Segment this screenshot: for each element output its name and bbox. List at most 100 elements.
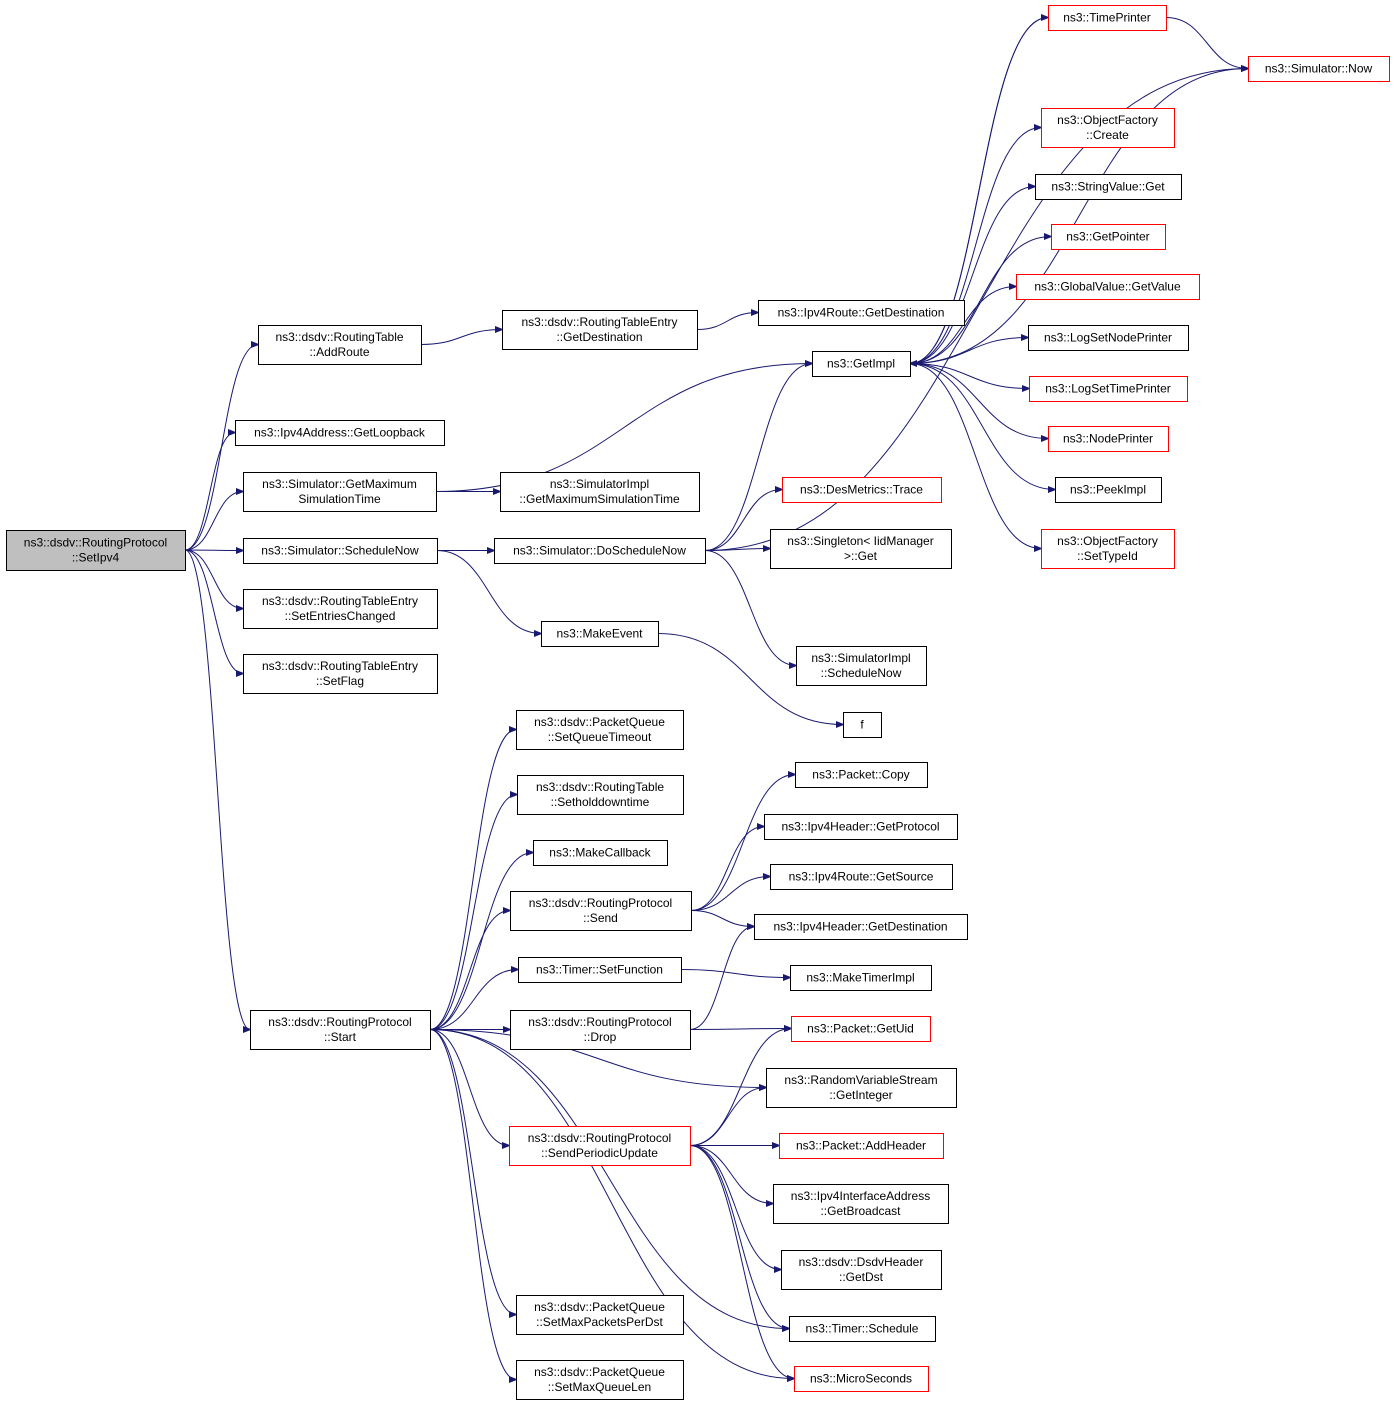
- node-ns3-randomvariablestream-getinteger[interactable]: ns3::RandomVariableStream::GetInteger: [766, 1068, 957, 1108]
- node-box: [754, 914, 968, 940]
- node-ns3-ipv4interfaceaddress-getbroadcast[interactable]: ns3::Ipv4InterfaceAddress::GetBroadcast: [773, 1184, 949, 1224]
- node-label-line: ns3::Timer::SetFunction: [536, 963, 663, 977]
- node-ns3-simulatorimpl-schedulenow[interactable]: ns3::SimulatorImpl::ScheduleNow: [796, 646, 927, 686]
- node-label-line: ::Create: [1086, 128, 1129, 142]
- node-box: [781, 1250, 942, 1290]
- node-label-line: ns3::dsdv::RoutingProtocol: [528, 1015, 671, 1029]
- call-edge: [690, 775, 795, 911]
- node-ns3-maketimerimpl[interactable]: ns3::MakeTimerImpl: [790, 965, 932, 991]
- node-ns3-logsetnodeprinter[interactable]: ns3::LogSetNodePrinter: [1028, 325, 1189, 351]
- node-ns3-desmetrics-trace[interactable]: ns3::DesMetrics::Trace: [782, 477, 942, 503]
- node-ns3-logsettimeprinter[interactable]: ns3::LogSetTimePrinter: [1029, 376, 1188, 402]
- node-box: [517, 775, 684, 815]
- node-label-line: ::SendPeriodicUpdate: [541, 1146, 658, 1160]
- node-ns3-dsdv-routingprotocol-start[interactable]: ns3::dsdv::RoutingProtocol::Start: [250, 1010, 431, 1050]
- node-label-line: ns3::MicroSeconds: [810, 1372, 912, 1386]
- node-label-line: ns3::Ipv4Route::GetDestination: [778, 306, 945, 320]
- node-ns3-dsdv-routingtableentry-setflag[interactable]: ns3::dsdv::RoutingTableEntry::SetFlag: [243, 654, 438, 694]
- call-edge: [909, 363, 1048, 439]
- node-ns3-stringvalue-get[interactable]: ns3::StringValue::Get: [1035, 174, 1182, 200]
- node-box: [843, 712, 882, 738]
- node-box: [790, 965, 932, 991]
- node-label-line: ns3::Packet::AddHeader: [796, 1139, 926, 1153]
- node-ns3-objectfactory-settypeid[interactable]: ns3::ObjectFactory::SetTypeId: [1041, 529, 1175, 569]
- node-ns3-timer-schedule[interactable]: ns3::Timer::Schedule: [789, 1316, 936, 1342]
- node-label-line: ::GetDestination: [556, 330, 642, 344]
- node-ns3-dsdv-packetqueue-setmaxpacketsperdst[interactable]: ns3::dsdv::PacketQueue::SetMaxPacketsPer…: [516, 1295, 684, 1335]
- node-ns3-globalvalue-getvalue[interactable]: ns3::GlobalValue::GetValue: [1016, 274, 1200, 300]
- node-box: [791, 1016, 931, 1042]
- node-label-line: ns3::ObjectFactory: [1057, 534, 1158, 548]
- node-ns3-dsdv-dsdvheader-getdst[interactable]: ns3::dsdv::DsdvHeader::GetDst: [781, 1250, 942, 1290]
- node-ns3-dsdv-routingprotocol-sendperiodicupdate[interactable]: ns3::dsdv::RoutingProtocol::SendPeriodic…: [509, 1126, 691, 1166]
- node-ns3-getimpl[interactable]: ns3::GetImpl: [812, 351, 911, 377]
- node-ns3-dsdv-routingtable-setholddowntime[interactable]: ns3::dsdv::RoutingTable::Setholddowntime: [517, 775, 684, 815]
- node-label-line: ns3::Singleton< IidManager: [787, 534, 933, 548]
- node-ns3-dsdv-packetqueue-setmaxqueuelen[interactable]: ns3::dsdv::PacketQueue::SetMaxQueueLen: [516, 1360, 684, 1400]
- node-ns3-peekimpl[interactable]: ns3::PeekImpl: [1055, 477, 1162, 503]
- call-edge: [909, 187, 1035, 364]
- node-ns3-dsdv-routingtableentry-getdestination[interactable]: ns3::dsdv::RoutingTableEntry::GetDestina…: [502, 310, 698, 350]
- node-ns3-getpointer[interactable]: ns3::GetPointer: [1051, 224, 1166, 250]
- call-edge: [909, 363, 1041, 549]
- call-edge: [420, 330, 502, 345]
- node-ns3-makecallback[interactable]: ns3::MakeCallback: [533, 840, 668, 866]
- node-label-line: ns3::TimePrinter: [1063, 11, 1151, 25]
- node-label-line: ::AddRoute: [309, 345, 369, 359]
- call-edge: [689, 1145, 781, 1270]
- node-box: [773, 1184, 949, 1224]
- node-box: [782, 477, 942, 503]
- node-label-line: ns3::Ipv4Address::GetLoopback: [254, 426, 426, 440]
- node-ns3-simulator-schedulenow[interactable]: ns3::Simulator::ScheduleNow: [243, 538, 438, 564]
- node-box: [1248, 56, 1390, 82]
- call-edge: [1165, 17, 1248, 69]
- node-ns3-dsdv-routingtableentry-setentrieschanged[interactable]: ns3::dsdv::RoutingTableEntry::SetEntries…: [243, 589, 438, 629]
- node-box: [235, 420, 445, 446]
- node-ns3-packet-getuid[interactable]: ns3::Packet::GetUid: [791, 1016, 931, 1042]
- node-ns3-objectfactory-create[interactable]: ns3::ObjectFactory::Create: [1041, 108, 1175, 148]
- node-ns3-singleton-iidmanager-get[interactable]: ns3::Singleton< IidManager>::Get: [770, 529, 952, 569]
- node-ns3-simulatorimpl-getmaximumsimulationtime[interactable]: ns3::SimulatorImpl::GetMaximumSimulation…: [500, 472, 700, 512]
- node-ns3-timer-setfunction[interactable]: ns3::Timer::SetFunction: [518, 957, 682, 983]
- node-box: [1048, 426, 1169, 452]
- node-ns3-nodeprinter[interactable]: ns3::NodePrinter: [1048, 426, 1169, 452]
- node-box: [789, 1316, 936, 1342]
- node-ns3-ipv4route-getdestination[interactable]: ns3::Ipv4Route::GetDestination: [758, 300, 965, 326]
- node-label-line: ::Start: [324, 1030, 357, 1044]
- node-ns3-packet-copy[interactable]: ns3::Packet::Copy: [795, 762, 928, 788]
- node-ns3-ipv4route-getsource[interactable]: ns3::Ipv4Route::GetSource: [770, 864, 953, 890]
- call-edge: [909, 363, 1055, 490]
- node-ns3-simulator-doschedulenow[interactable]: ns3::Simulator::DoScheduleNow: [494, 538, 706, 564]
- node-ns3-dsdv-routingprotocol-send[interactable]: ns3::dsdv::RoutingProtocol::Send: [510, 891, 692, 931]
- node-label-line: ::GetBroadcast: [820, 1204, 901, 1218]
- node-label-line: ns3::Simulator::ScheduleNow: [261, 544, 419, 558]
- call-edge: [429, 795, 517, 1030]
- call-edge: [657, 633, 843, 725]
- node-ns3-dsdv-routingtable-addroute[interactable]: ns3::dsdv::RoutingTable::AddRoute: [258, 325, 422, 365]
- call-edge: [689, 1088, 766, 1146]
- call-edge: [690, 910, 754, 927]
- edges-layer: [184, 17, 1248, 1380]
- node-ns3-ipv4header-getdestination[interactable]: ns3::Ipv4Header::GetDestination: [754, 914, 968, 940]
- node-label-line: ns3::PeekImpl: [1070, 483, 1146, 497]
- node-f[interactable]: f: [843, 712, 882, 738]
- node-ns3-simulator-getmaximum-simulationtime[interactable]: ns3::Simulator::GetMaximumSimulationTime: [243, 472, 437, 512]
- node-box: [1051, 224, 1166, 250]
- node-ns3-ipv4header-getprotocol[interactable]: ns3::Ipv4Header::GetProtocol: [764, 814, 958, 840]
- node-ns3-dsdv-routingprotocol-drop[interactable]: ns3::dsdv::RoutingProtocol::Drop: [510, 1010, 691, 1050]
- node-ns3-dsdv-packetqueue-setqueuetimeout[interactable]: ns3::dsdv::PacketQueue::SetQueueTimeout: [516, 710, 684, 750]
- node-ns3-ipv4address-getloopback[interactable]: ns3::Ipv4Address::GetLoopback: [235, 420, 445, 446]
- node-ns3-simulator-now[interactable]: ns3::Simulator::Now: [1248, 56, 1390, 82]
- node-ns3-timeprinter[interactable]: ns3::TimePrinter: [1048, 5, 1167, 31]
- node-ns3-makeevent[interactable]: ns3::MakeEvent: [541, 621, 659, 647]
- node-ns3-dsdv-routingprotocol-setipv4: ns3::dsdv::RoutingProtocol::SetIpv4: [6, 530, 186, 571]
- node-ns3-microseconds[interactable]: ns3::MicroSeconds: [794, 1366, 929, 1392]
- call-edge: [696, 313, 758, 330]
- node-box: [510, 1010, 691, 1050]
- node-box: [502, 310, 698, 350]
- node-label-line: ns3::SimulatorImpl: [550, 477, 649, 491]
- node-label-line: ns3::dsdv::PacketQueue: [534, 1365, 665, 1379]
- node-label-line: ns3::Simulator::Now: [1265, 62, 1373, 76]
- node-box: [812, 351, 911, 377]
- node-ns3-packet-addheader[interactable]: ns3::Packet::AddHeader: [779, 1133, 944, 1159]
